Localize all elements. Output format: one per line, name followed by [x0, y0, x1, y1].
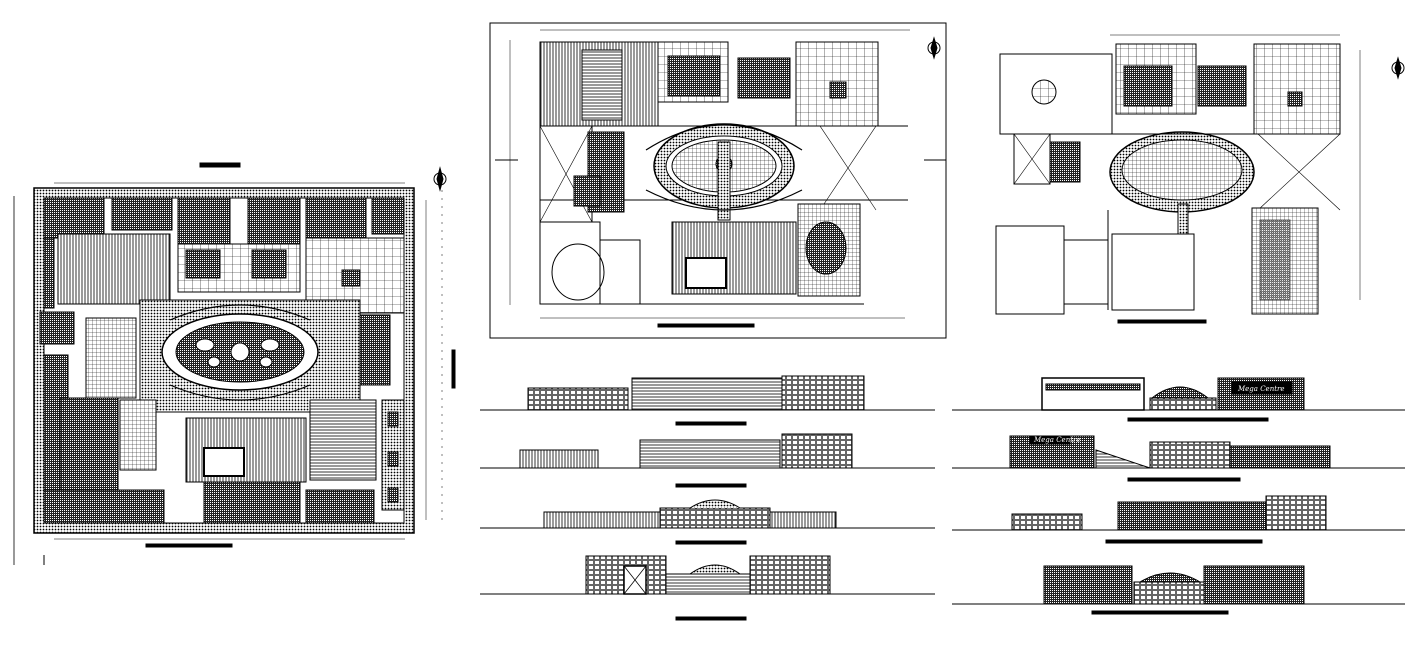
elevation-5: Mega Centre: [952, 377, 1405, 422]
elevation-1: [480, 375, 935, 426]
elevation-2: [480, 433, 935, 488]
grid-markers: [54, 182, 427, 540]
elevation-8: [952, 565, 1405, 615]
ground-floor-plan: [489, 22, 947, 339]
site-plan: [13, 162, 456, 565]
signage-text-1: Mega Centre: [1237, 385, 1285, 393]
elevation-6: Mega Centre: [952, 435, 1405, 482]
signage-text-2: Mega Centre: [1033, 436, 1081, 444]
elevation-7: [952, 495, 1405, 544]
elevation-4: [480, 555, 935, 621]
upper-floor-plan: [995, 34, 1405, 324]
elevation-3: [480, 499, 935, 545]
